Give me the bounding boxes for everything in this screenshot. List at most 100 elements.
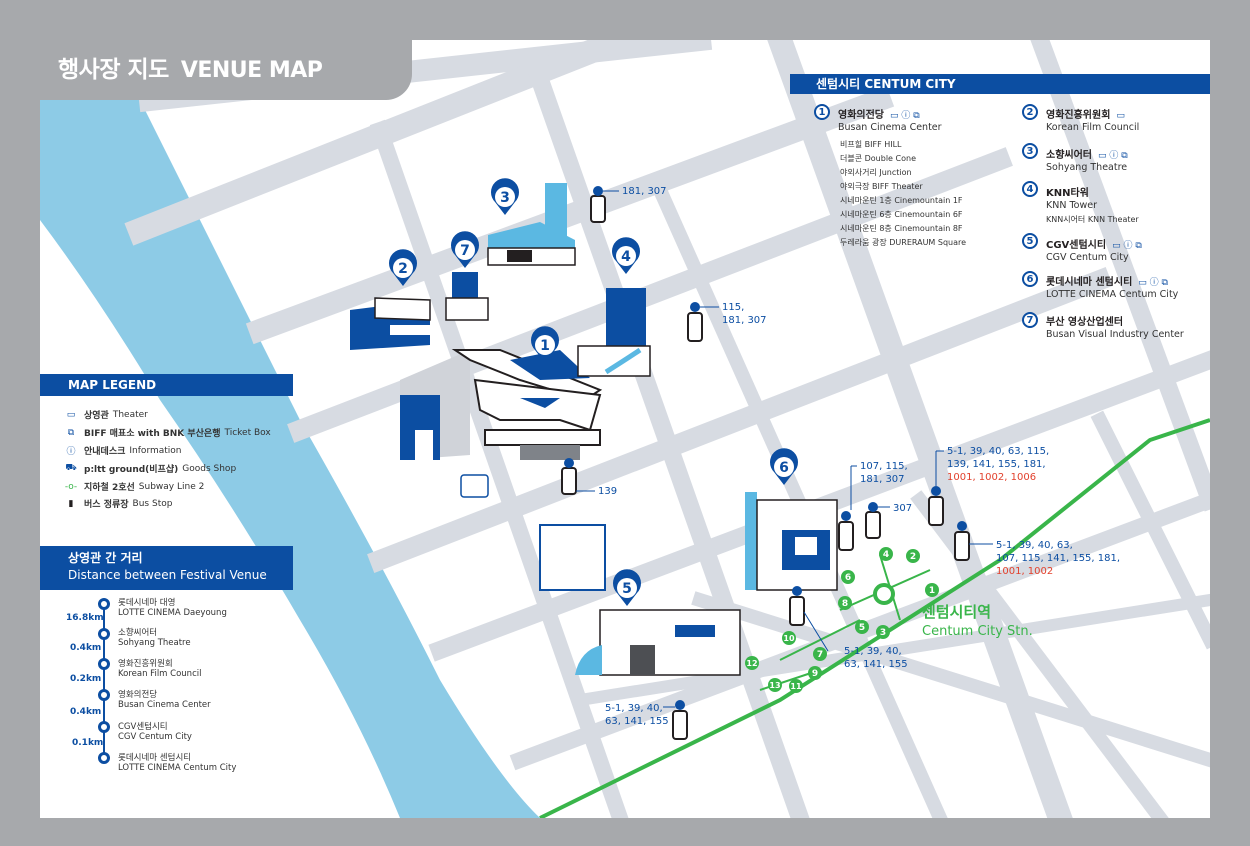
svg-text:6: 6 — [845, 573, 851, 583]
venue-marker-5: 5 — [622, 581, 632, 597]
bus-stop-2: 115, 181, 307 — [687, 302, 767, 342]
cart-icon: ⛟ — [65, 463, 77, 473]
info-icon: ⓘ — [66, 447, 76, 457]
exit-1: 1 — [925, 583, 939, 597]
bus-stops: 181, 307 115,181, 307 139 107, 115,181, … — [561, 186, 1120, 740]
building-sohyang-theatre — [487, 183, 576, 266]
distance-heading-en: Distance between Festival Venue — [68, 568, 267, 582]
venue-marker-6: 6 — [779, 460, 789, 476]
centum-venue-3: 소향씨어터▭ ⓘ ⧉Sohyang Theatre — [1046, 150, 1128, 173]
facility-icons: ▭ ⓘ ⧉ — [1098, 151, 1128, 161]
svg-text:12: 12 — [746, 659, 757, 668]
page-title-ko: 행사장 지도 — [58, 57, 169, 83]
building-lotte-cinema-centum-city — [745, 492, 838, 591]
facility-icons: ▭ ⓘ ⧉ — [1112, 241, 1142, 251]
exit-11: 11 — [789, 679, 803, 693]
venue-marker-2: 2 — [398, 261, 408, 277]
subway-exits: 1 2 3 4 5 6 7 8 9 10 11 12 13 — [745, 547, 939, 693]
svg-text:1: 1 — [929, 586, 935, 596]
exit-2: 2 — [906, 549, 920, 563]
svg-text:4: 4 — [883, 550, 889, 560]
distance-gap-3: 0.2km — [70, 674, 102, 684]
exit-8: 8 — [838, 596, 852, 610]
centum-venue-5: CGV센텀시티▭ ⓘ ⧉CGV Centum City — [1046, 240, 1142, 263]
bcc-sub-8: 두레라움 광장 DURERAUM Square — [840, 238, 967, 247]
centum-num-4: 4 — [1022, 181, 1038, 197]
map-frame: 1 2 3 4 5 6 7 181, 307 115,181, 307 139 … — [40, 40, 1210, 818]
distance-gap-2: 0.4km — [70, 643, 102, 653]
venue-marker-4: 4 — [621, 249, 631, 265]
centum-venue-6: 롯데시네마 센텀시티▭ ⓘ ⧉LOTTE CINEMA Centum City — [1046, 277, 1179, 300]
exit-4: 4 — [879, 547, 893, 561]
bus-stop-4: 107, 115,181, 307 — [838, 461, 908, 551]
centum-num-6: 6 — [1022, 271, 1038, 287]
exit-6: 6 — [841, 570, 855, 584]
svg-text:5-1, 39, 40,: 5-1, 39, 40, — [844, 646, 902, 657]
title-tab — [40, 40, 412, 100]
exit-7: 7 — [813, 647, 827, 661]
knn-sub: KNN시어터 KNN Theater — [1046, 215, 1139, 224]
exit-9: 9 — [808, 666, 822, 680]
station-name-en: Centum City Stn. — [922, 624, 1033, 639]
svg-text:2: 2 — [910, 552, 916, 562]
venue-marker-3: 3 — [500, 190, 510, 206]
svg-text:13: 13 — [769, 681, 780, 690]
facility-icons: ▭ ⓘ ⧉ — [1138, 278, 1168, 288]
goods-shop-marker — [460, 474, 489, 498]
distance-gap-4: 0.4km — [70, 707, 102, 717]
theater-icon: ▭ — [1116, 111, 1125, 121]
svg-text:63, 141, 155: 63, 141, 155 — [844, 659, 908, 670]
svg-text:107, 115, 141, 155, 181,: 107, 115, 141, 155, 181, — [996, 553, 1120, 564]
building-korean-film-council — [350, 297, 431, 350]
svg-text:139, 141, 155, 181,: 139, 141, 155, 181, — [947, 459, 1046, 470]
exit-10: 10 — [782, 631, 796, 645]
map-canvas: 1 2 3 4 5 6 7 181, 307 115,181, 307 139 … — [40, 40, 1210, 818]
bus-stop-3: 139 — [561, 458, 617, 497]
svg-text:5-1, 39, 40, 63,: 5-1, 39, 40, 63, — [996, 540, 1073, 551]
centum-num-1: 1 — [814, 104, 830, 120]
subway-icon: -o- — [64, 481, 78, 492]
bus-stop-1: 181, 307 — [590, 186, 667, 223]
exit-5: 5 — [855, 620, 869, 634]
svg-text:115,: 115, — [722, 302, 744, 313]
centum-venue-1: 영화의전당▭ ⓘ ⧉Busan Cinema Center — [838, 110, 942, 133]
legend-item-goods: ⛟p:ltt ground(비프샵)Goods Shop — [65, 463, 237, 475]
building-knn-tower — [577, 288, 651, 377]
svg-text:181, 307: 181, 307 — [722, 315, 767, 326]
svg-text:63, 141, 155: 63, 141, 155 — [605, 716, 669, 727]
svg-text:139: 139 — [598, 486, 617, 497]
svg-text:181, 307: 181, 307 — [860, 474, 905, 485]
bus-stop-5: 307 — [865, 502, 912, 539]
bcc-sub-6: 시네마운틴 6층 Cinemountain 6F — [840, 210, 963, 219]
venue-marker-1: 1 — [540, 338, 550, 354]
svg-text:9: 9 — [812, 669, 818, 679]
building-visual-industry-center — [445, 272, 489, 321]
bcc-sub-1: 비프힐 BIFF HILL — [840, 140, 902, 149]
page-title-en: VENUE MAP — [180, 58, 323, 83]
centum-city-heading: 센텀시티 CENTUM CITY — [790, 74, 1210, 94]
building-busan-cinema-center — [400, 349, 603, 460]
page-title: 행사장 지도 VENUE MAP — [58, 50, 323, 84]
centum-num-3: 3 — [1022, 143, 1038, 159]
subway-line-2 — [539, 418, 1210, 818]
svg-text:11: 11 — [790, 682, 802, 691]
distance-gap-1: 16.8km — [66, 613, 104, 623]
centum-venue-2: 영화진흥위원회▭Korean Film Council — [1046, 110, 1140, 133]
svg-text:1001, 1002, 1006: 1001, 1002, 1006 — [947, 472, 1036, 483]
venue-markers: 1 2 3 4 5 6 7 — [389, 178, 798, 606]
distance-line — [98, 598, 110, 764]
ticket-icon: ⧉ — [67, 427, 75, 438]
bcc-sub-4: 야외극장 BIFF Theater — [840, 182, 923, 191]
building-cgv-centum-city — [539, 524, 741, 676]
facility-icons: ▭ ⓘ ⧉ — [890, 111, 920, 121]
centum-num-7: 7 — [1022, 312, 1038, 328]
